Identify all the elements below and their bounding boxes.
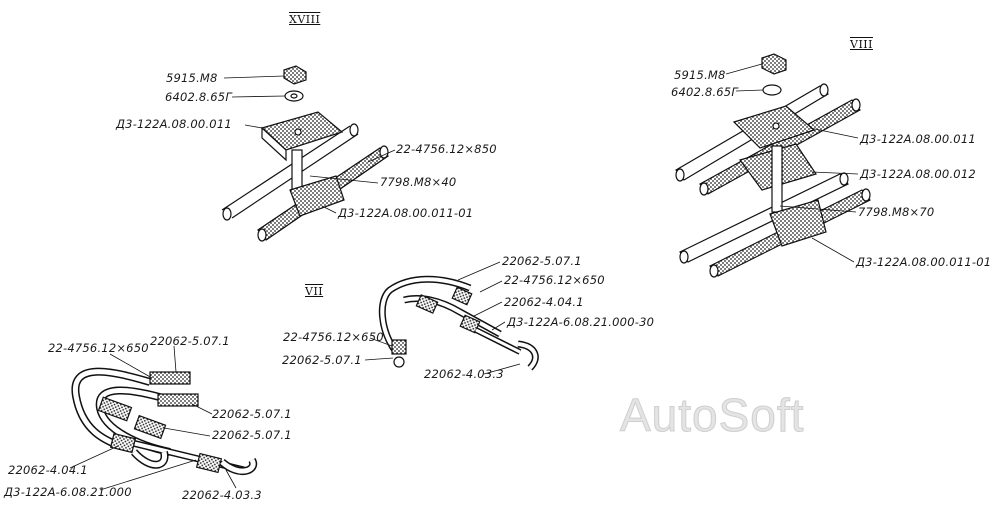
label-ll-hose: 22-4756.12×650	[48, 341, 149, 355]
label-viii-clamp-bottom: Д3-122А.08.00.011-01	[856, 255, 992, 269]
section-label-viii: VIII	[850, 38, 873, 51]
label-xviii-nut: 5915.M8	[166, 71, 218, 85]
label-xviii-washer: 6402.8.65Г	[165, 90, 232, 104]
label-ll-tube: Д3-122А-6.08.21.000	[4, 485, 132, 499]
label-ll-fitting-top: 22062-5.07.1	[150, 334, 230, 348]
label-ll-elbow: 22062-4.03.3	[182, 488, 262, 502]
label-viii-clamp-mid: Д3-122А.08.00.012	[860, 167, 976, 181]
assembly-xviii	[221, 65, 396, 242]
label-viii-nut: 5915.M8	[674, 68, 726, 82]
label-xviii-hose: 22-4756.12×850	[396, 142, 497, 156]
assembly-vii	[364, 261, 539, 375]
label-vii-fitting-mid: 22062-4.04.1	[504, 295, 584, 309]
label-viii-washer: 6402.8.65Г	[671, 85, 738, 99]
label-vii-elbow: 22062-4.03.3	[424, 367, 504, 381]
label-xviii-clamp-bottom: Д3-122А.08.00.011-01	[338, 206, 474, 220]
label-vii-hose-top: 22-4756.12×650	[504, 273, 605, 287]
label-ll-fitting-left: 22062-4.04.1	[8, 463, 88, 477]
label-vii-fitting-top: 22062-5.07.1	[502, 254, 582, 268]
label-vii-tube: Д3-122А-6.08.21.000-30	[507, 315, 655, 329]
label-viii-clamp-top: Д3-122А.08.00.011	[860, 132, 976, 146]
section-label-xviii: XVIII	[289, 13, 321, 26]
label-xviii-bolt: 7798.M8×40	[380, 175, 457, 189]
assembly-lower-left	[69, 345, 258, 491]
label-vii-hose-left: 22-4756.12×650	[283, 330, 384, 344]
label-vii-fitting-left: 22062-5.07.1	[282, 353, 362, 367]
watermark-text: AutoSoft	[619, 389, 805, 442]
label-xviii-clamp-top: Д3-122А.08.00.011	[116, 117, 232, 131]
label-ll-fitting-r2: 22062-5.07.1	[212, 428, 292, 442]
assembly-viii	[675, 53, 871, 278]
label-ll-fitting-r1: 22062-5.07.1	[212, 407, 292, 421]
section-label-vii: VII	[305, 285, 324, 298]
label-viii-bolt: 7798.M8×70	[858, 205, 935, 219]
